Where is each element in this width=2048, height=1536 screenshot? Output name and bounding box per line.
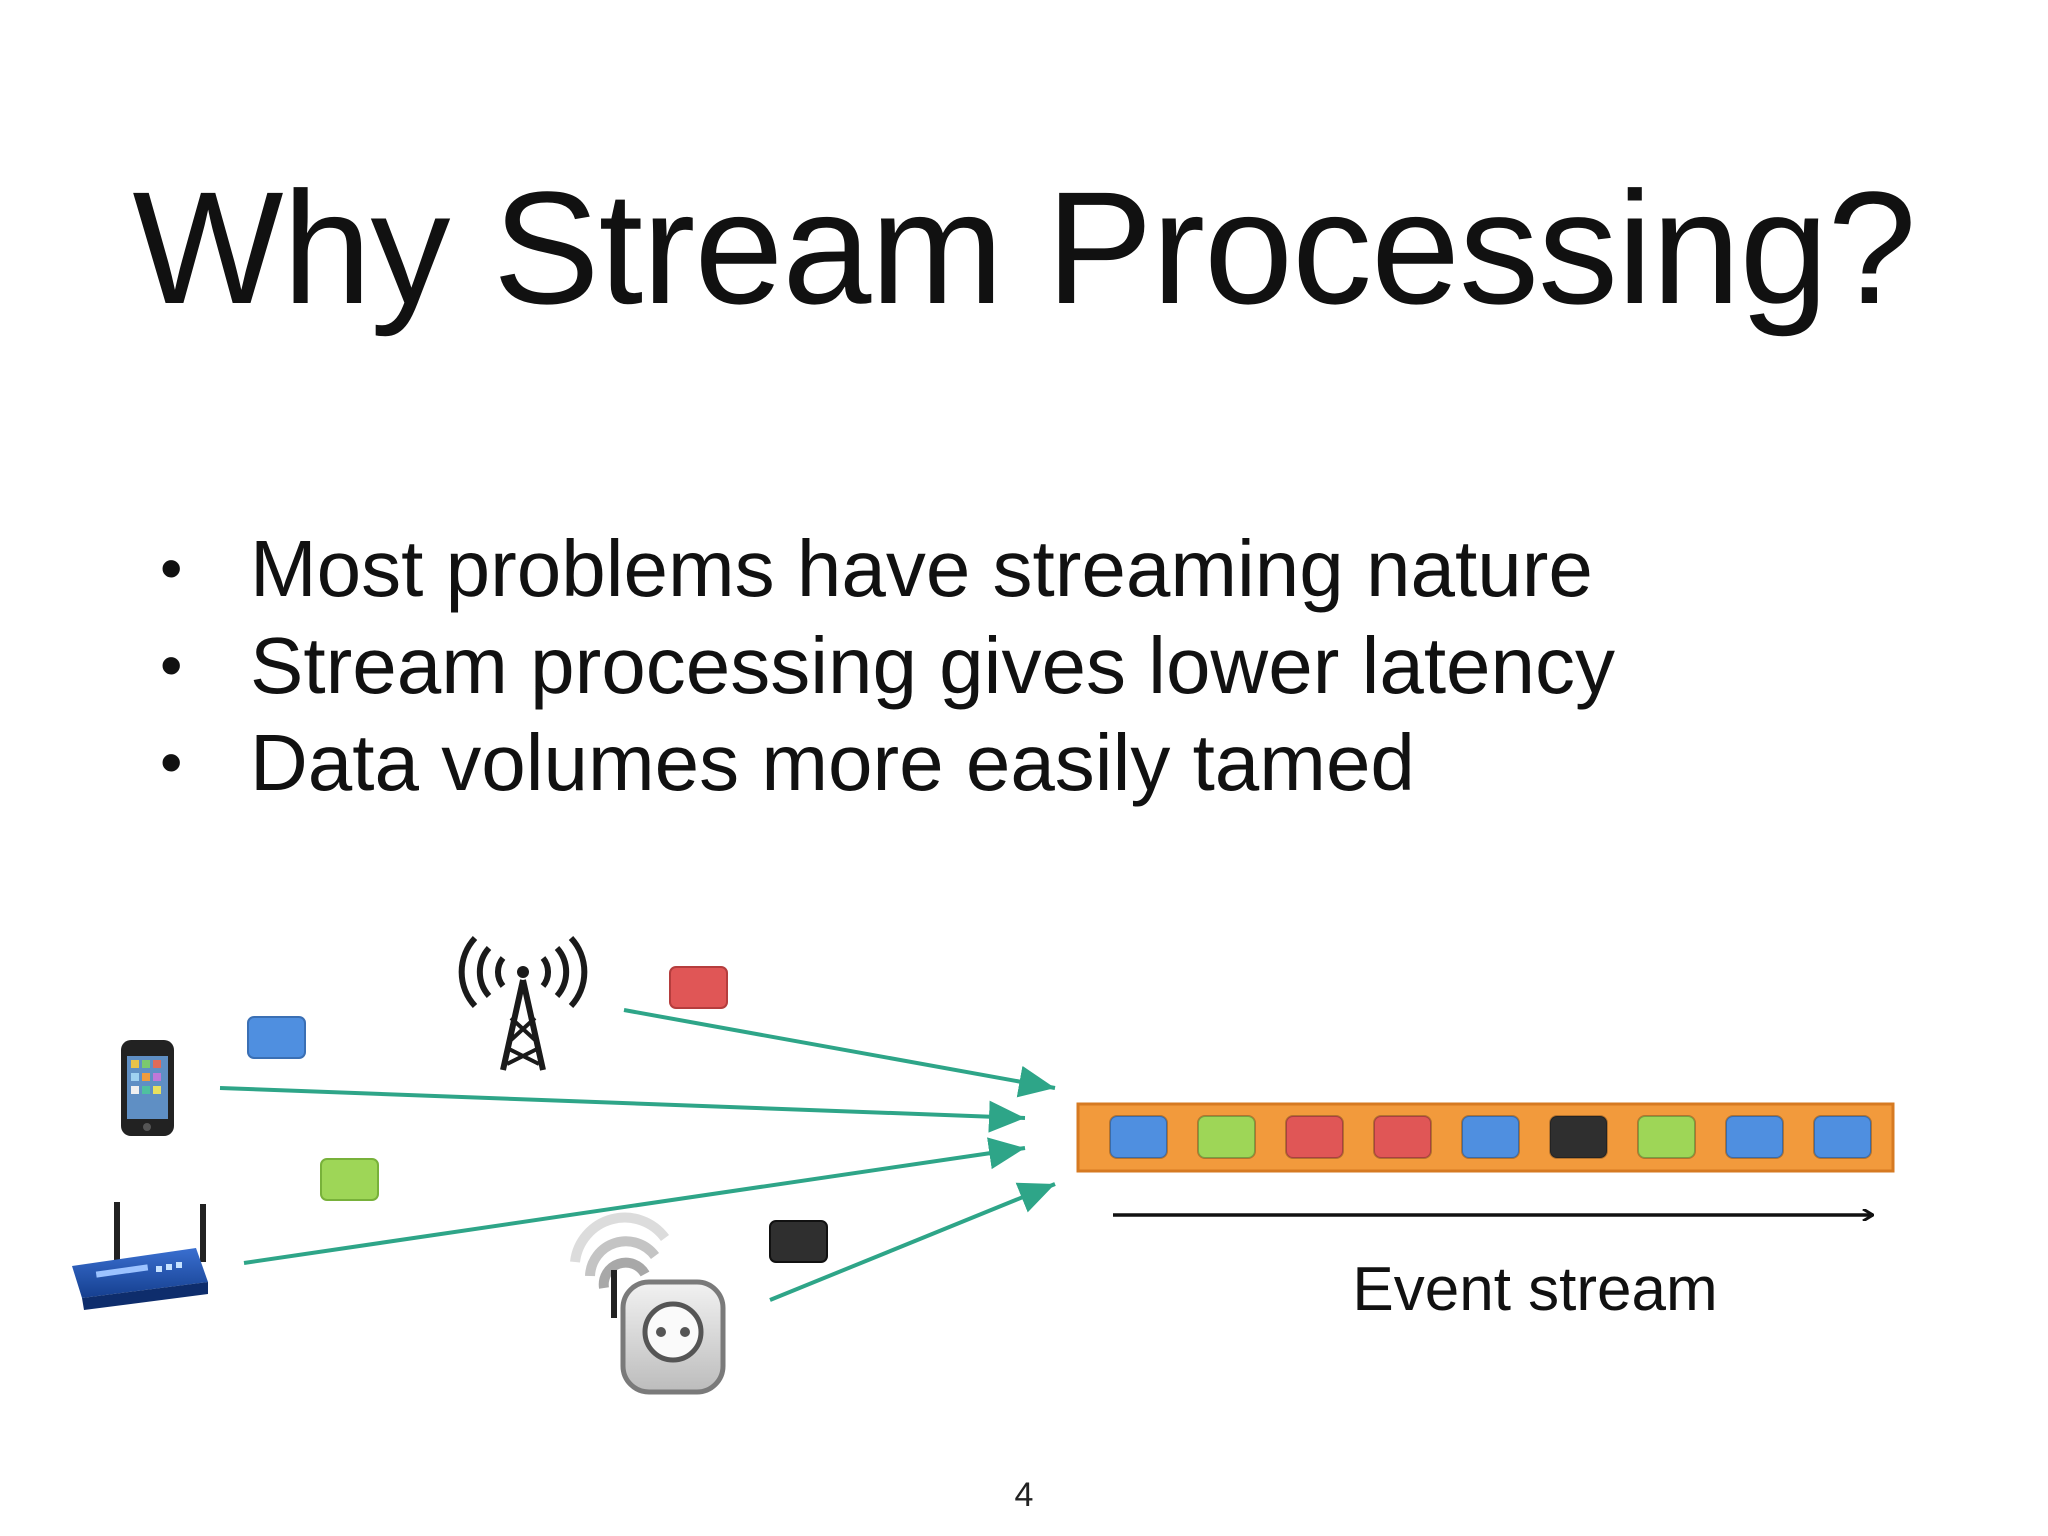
incoming-arrows — [219, 1008, 1056, 1302]
bullet-dot: • — [160, 629, 183, 701]
event-block-green — [320, 1158, 379, 1201]
bullet-text: Data volumes more easily tamed — [250, 718, 1415, 807]
stream-event-block — [1197, 1115, 1256, 1159]
bullet-item: • Data volumes more easily tamed — [150, 714, 1615, 811]
event-stream-label: Event stream — [1352, 1255, 1717, 1324]
event-block-black — [769, 1220, 828, 1263]
slide-title: Why Stream Processing? — [132, 158, 1916, 337]
event-block-red — [669, 966, 728, 1009]
bullet-text: Stream processing gives lower latency — [250, 621, 1616, 710]
stream-event-block — [1285, 1115, 1344, 1159]
stream-events — [1109, 1115, 1872, 1159]
bullet-dot: • — [160, 726, 183, 798]
arrow-router-to-stream — [243, 1137, 1026, 1265]
stream-event-block — [1373, 1115, 1432, 1159]
stream-event-block — [1549, 1115, 1608, 1159]
bullet-item: • Stream processing gives lower latency — [150, 617, 1615, 714]
stream-event-block — [1725, 1115, 1784, 1159]
bullet-item: • Most problems have streaming nature — [150, 520, 1615, 617]
arrow-plug-to-stream — [769, 1182, 1056, 1302]
arrow-phone-to-stream — [219, 1086, 1026, 1133]
bullet-text: Most problems have streaming nature — [250, 524, 1593, 613]
wifi-router-icon — [72, 1202, 208, 1310]
stream-event-block — [1461, 1115, 1520, 1159]
stream-event-block — [1109, 1115, 1168, 1159]
arrow-tower-to-stream — [623, 1008, 1056, 1098]
stream-event-block — [1637, 1115, 1696, 1159]
bullet-list: • Most problems have streaming nature • … — [150, 520, 1615, 811]
stream-event-block — [1813, 1115, 1872, 1159]
smart-plug-icon — [570, 1212, 726, 1395]
page-number: 4 — [1014, 1476, 1034, 1514]
event-block-blue — [247, 1016, 306, 1059]
smartphone-icon — [121, 1040, 174, 1136]
cell-tower-icon — [458, 935, 588, 1071]
bullet-dot: • — [160, 532, 183, 604]
